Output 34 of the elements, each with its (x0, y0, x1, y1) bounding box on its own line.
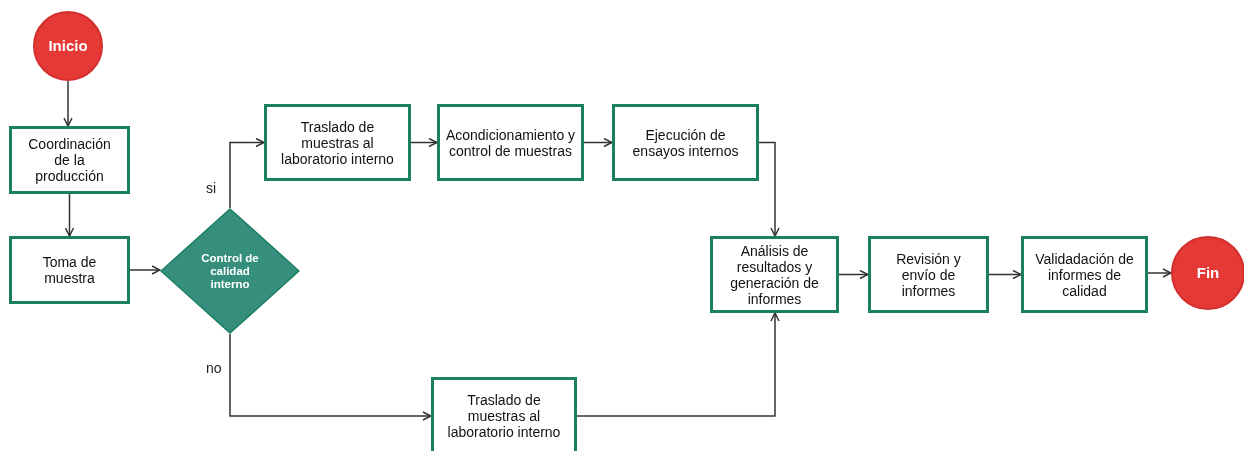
arrow (838, 269, 869, 280)
arrow (758, 141, 780, 237)
process-box (431, 377, 577, 451)
step-label: Coordinación de la producción (27, 136, 112, 184)
step-label: Toma de muestra (41, 254, 98, 286)
step-label: Ejecución de ensayos internos (631, 126, 740, 159)
arrow (229, 137, 265, 209)
process-box (264, 104, 411, 181)
arrow (63, 80, 73, 127)
process-box (612, 104, 759, 181)
process-box (868, 236, 989, 313)
terminal-label: Inicio (47, 38, 89, 54)
step-label: Control de calidad interno (200, 251, 260, 291)
process-box (710, 236, 839, 313)
process-box (437, 104, 584, 181)
arrow (576, 312, 780, 417)
arrow (988, 269, 1022, 280)
step-label: Traslado de muestras al laboratorio interno (280, 118, 395, 167)
arrow (229, 333, 432, 421)
process-box (9, 236, 130, 304)
edge-label: si (206, 180, 217, 196)
step-label: Acondicionamiento y control de muestras (444, 126, 577, 159)
arrow (1147, 268, 1172, 278)
arrow (64, 193, 75, 237)
step-label: Traslado de muestras al laboratorio interno (446, 392, 562, 440)
process-box (9, 126, 130, 194)
step-label: Validadación de informes de calidad (1034, 250, 1135, 299)
arrow (583, 137, 613, 148)
process-box (1021, 236, 1148, 313)
step-label: Revisión y envío de informes (895, 250, 962, 299)
arrow (129, 265, 161, 275)
step-label: Análisis de resultados y generación de informes (729, 242, 820, 307)
terminal-label: Fin (1195, 265, 1221, 281)
arrow (410, 137, 438, 148)
